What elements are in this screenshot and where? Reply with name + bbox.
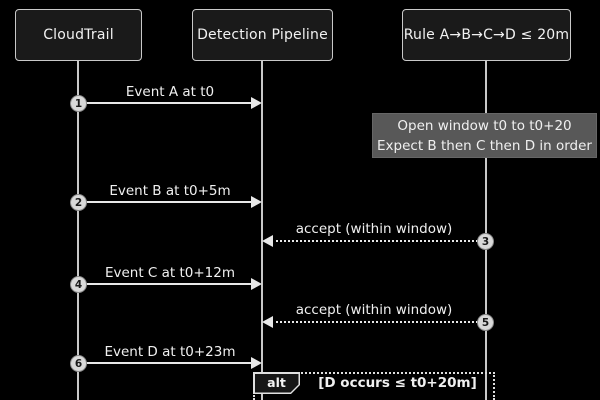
message-label-event-a: Event A at t0 bbox=[125, 84, 215, 100]
participant-label: CloudTrail bbox=[43, 27, 114, 43]
arrowhead-left-icon bbox=[262, 316, 273, 328]
sequence-number-badge: 1 bbox=[70, 95, 87, 112]
arrowhead-right-icon bbox=[251, 97, 262, 109]
message-label-event-b: Event B at t0+5m bbox=[109, 183, 231, 199]
message-arrow-accept-1 bbox=[271, 240, 478, 242]
alt-label-box: alt bbox=[253, 372, 300, 394]
participant-rule: Rule A→B→C→D ≤ 20m bbox=[402, 9, 571, 61]
participant-detection-pipeline: Detection Pipeline bbox=[192, 9, 333, 61]
lifeline-cloudtrail bbox=[77, 61, 79, 400]
message-arrow-event-c bbox=[80, 283, 254, 285]
message-arrow-accept-2 bbox=[271, 321, 478, 323]
alt-condition: [D occurs ≤ t0+20m] bbox=[318, 375, 477, 391]
lifeline-detection-pipeline bbox=[261, 61, 263, 400]
message-label-event-c: Event C at t0+12m bbox=[104, 265, 236, 281]
sequence-number-badge: 3 bbox=[477, 233, 494, 250]
sequence-number-badge: 6 bbox=[70, 355, 87, 372]
alt-label: alt bbox=[255, 374, 299, 393]
arrowhead-right-icon bbox=[251, 357, 262, 369]
sequence-number-badge: 4 bbox=[70, 276, 87, 293]
sequence-number-badge: 2 bbox=[70, 194, 87, 211]
lifeline-rule bbox=[485, 61, 487, 400]
message-arrow-event-a bbox=[80, 102, 254, 104]
arrowhead-right-icon bbox=[251, 278, 262, 290]
message-arrow-event-b bbox=[80, 201, 254, 203]
message-label-accept-1: accept (within window) bbox=[295, 221, 453, 237]
note-line-1: Open window t0 to t0+20 bbox=[397, 117, 572, 134]
participant-label: Rule A→B→C→D ≤ 20m bbox=[403, 27, 570, 43]
arrowhead-left-icon bbox=[262, 235, 273, 247]
note-line-2: Expect B then C then D in order bbox=[377, 137, 592, 154]
message-label-accept-2: accept (within window) bbox=[295, 302, 453, 318]
arrowhead-right-icon bbox=[251, 196, 262, 208]
participant-cloudtrail: CloudTrail bbox=[15, 9, 142, 61]
note-open-window: Open window t0 to t0+20 Expect B then C … bbox=[372, 113, 597, 158]
participant-label: Detection Pipeline bbox=[197, 27, 328, 43]
message-arrow-event-d bbox=[80, 362, 254, 364]
sequence-number-badge: 5 bbox=[477, 314, 494, 331]
message-label-event-d: Event D at t0+23m bbox=[104, 344, 236, 360]
